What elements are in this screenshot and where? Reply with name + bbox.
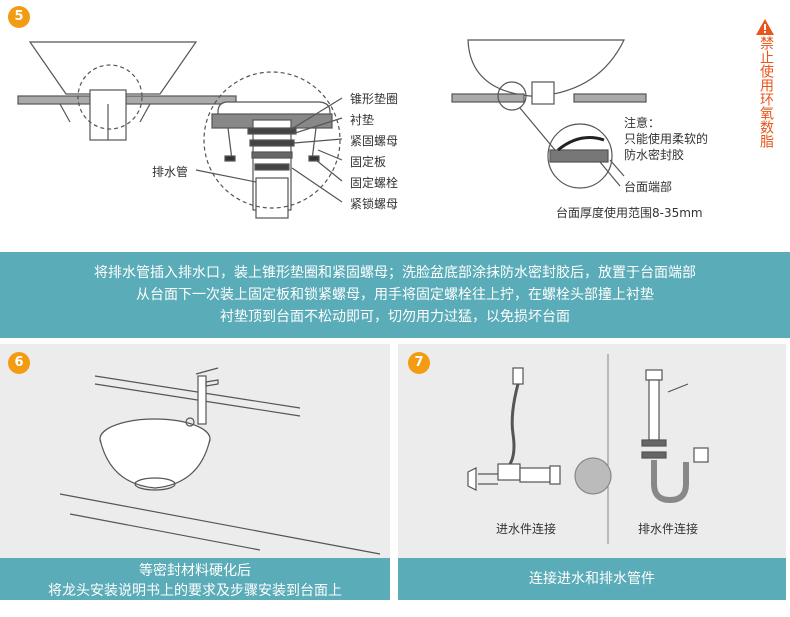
label-drain: 排水件连接	[638, 520, 698, 537]
label-drain-pipe: 排水管	[152, 163, 188, 180]
label-cone-washer: 锥形垫圈	[350, 90, 398, 107]
step5-caption-line2: 从台面下一次装上固定板和锁紧螺母，用手将固定螺栓往上拧，在螺栓头部撞上衬垫	[0, 284, 790, 306]
step5-caption-line1: 将排水管插入排水口，装上锥形垫圈和紧固螺母；洗脸盆底部涂抹防水密封胶后，放置于台…	[0, 262, 790, 284]
step7-caption-bar: 连接进水和排水管件	[398, 558, 786, 600]
note-line2: 防水密封胶	[624, 146, 684, 163]
step5-caption-line3: 衬垫顶到台面不松动即可，切勿用力过猛，以免损坏台面	[0, 306, 790, 328]
step7-caption: 连接进水和排水管件	[398, 568, 786, 590]
countertop-left	[18, 96, 236, 104]
note-line1: 只能使用柔软的	[624, 130, 708, 147]
label-gasket: 衬垫	[350, 111, 374, 128]
label-lock-nut: 紧锁螺母	[350, 195, 398, 212]
step7-panel: 7 进水件连接 排水件连接 连接进水和排水管件	[398, 344, 786, 600]
label-fixing-bolt: 固定螺栓	[350, 174, 398, 191]
step6-caption-line1: 等密封材料硬化后	[0, 560, 390, 582]
step6-caption-line2: 将龙头安装说明书上的要求及步骤安装到台面上	[0, 580, 390, 600]
label-fastening-nut: 紧固螺母	[350, 132, 398, 149]
basin-left	[30, 42, 196, 94]
label-counter-end: 台面端部	[624, 178, 672, 195]
warning-text: 禁止使用环氧数脂	[757, 36, 774, 148]
note-title: 注意：	[624, 114, 660, 131]
step5-panel: 5	[0, 0, 790, 252]
step6-caption-bar: 等密封材料硬化后 将龙头安装说明书上的要求及步骤安装到台面上	[0, 558, 390, 600]
step5-caption-bar: 将排水管插入排水口，装上锥形垫圈和紧固螺母；洗脸盆底部涂抹防水密封胶后，放置于台…	[0, 252, 790, 338]
label-inlet: 进水件连接	[496, 520, 556, 537]
step6-panel: 6 等密封材料硬化后 将龙头安装说明书上的要求及步骤安装到台面上	[0, 344, 390, 600]
label-fixing-plate: 固定板	[350, 153, 386, 170]
warning-icon	[755, 18, 775, 36]
label-thickness: 台面厚度使用范围8-35mm	[556, 204, 703, 221]
warning-block: 禁止使用环氧数脂	[752, 18, 776, 148]
